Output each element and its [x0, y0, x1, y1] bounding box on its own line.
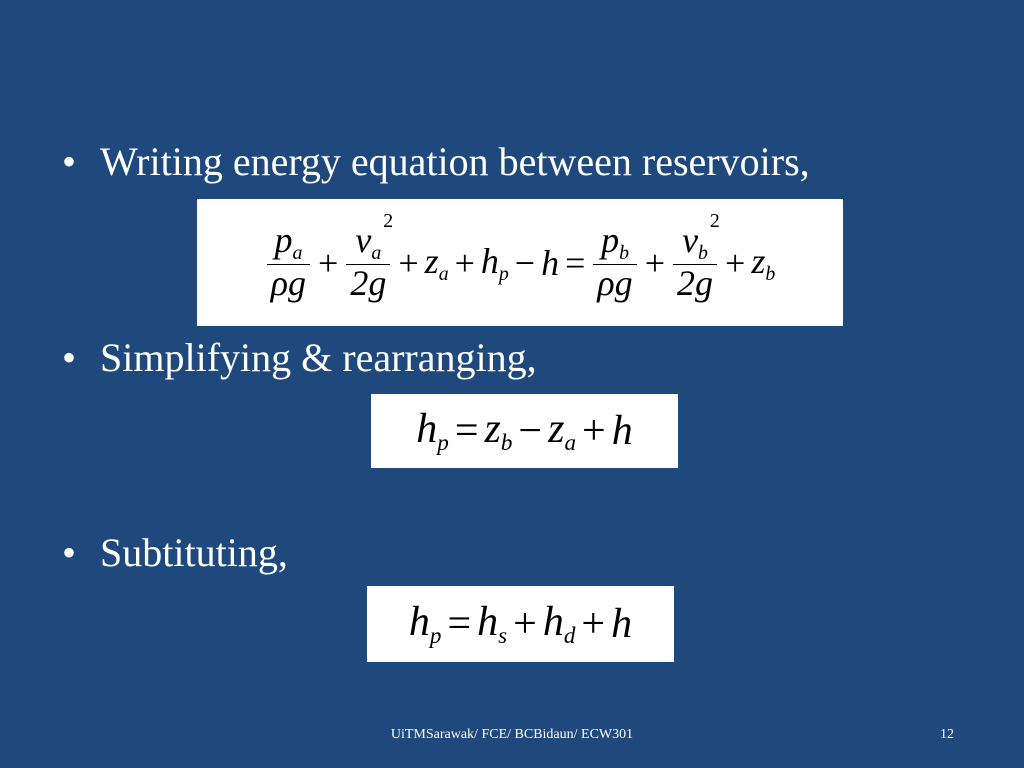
bullet-writing-energy-equation: • Writing energy equation between reservo… [62, 142, 810, 182]
page-number: 12 [940, 727, 954, 742]
slide-footer: UiTMSarawak/ FCE/ BCBidaun/ ECW301 [390, 727, 634, 742]
fraction-pa-rhog: pa ρg [266, 221, 311, 303]
bullet-marker: • [62, 335, 77, 380]
term-za: za [548, 406, 577, 456]
fraction-pb-rhog: pb ρg [593, 221, 637, 303]
term-hp: hp [416, 406, 449, 456]
bullet-substituting: • Subtituting, [62, 533, 288, 573]
term-h: h [541, 242, 560, 283]
bullet-marker: • [62, 139, 77, 184]
bullet-text: Writing energy equation between reservoi… [100, 139, 810, 184]
term-zb: zb [484, 406, 513, 456]
term-hs: hs [477, 599, 508, 649]
term-za: za [424, 240, 449, 285]
term-hp: hp [408, 599, 442, 649]
term-h: h [611, 601, 633, 647]
bullet-text: Subtituting, [100, 530, 288, 575]
term-zb: zb [751, 240, 776, 285]
bullet-marker: • [62, 530, 77, 575]
rearranged-equation-box: hp = zb − za + h [371, 394, 678, 468]
bullet-text: Simplifying & rearranging, [100, 335, 537, 380]
bullet-simplifying-rearranging: • Simplifying & rearranging, [62, 338, 537, 378]
term-h: h [611, 408, 633, 454]
substituted-equation-box: hp = hs + hd + h [367, 586, 674, 662]
term-hp: hp [480, 240, 509, 285]
term-hd: hd [542, 599, 576, 649]
